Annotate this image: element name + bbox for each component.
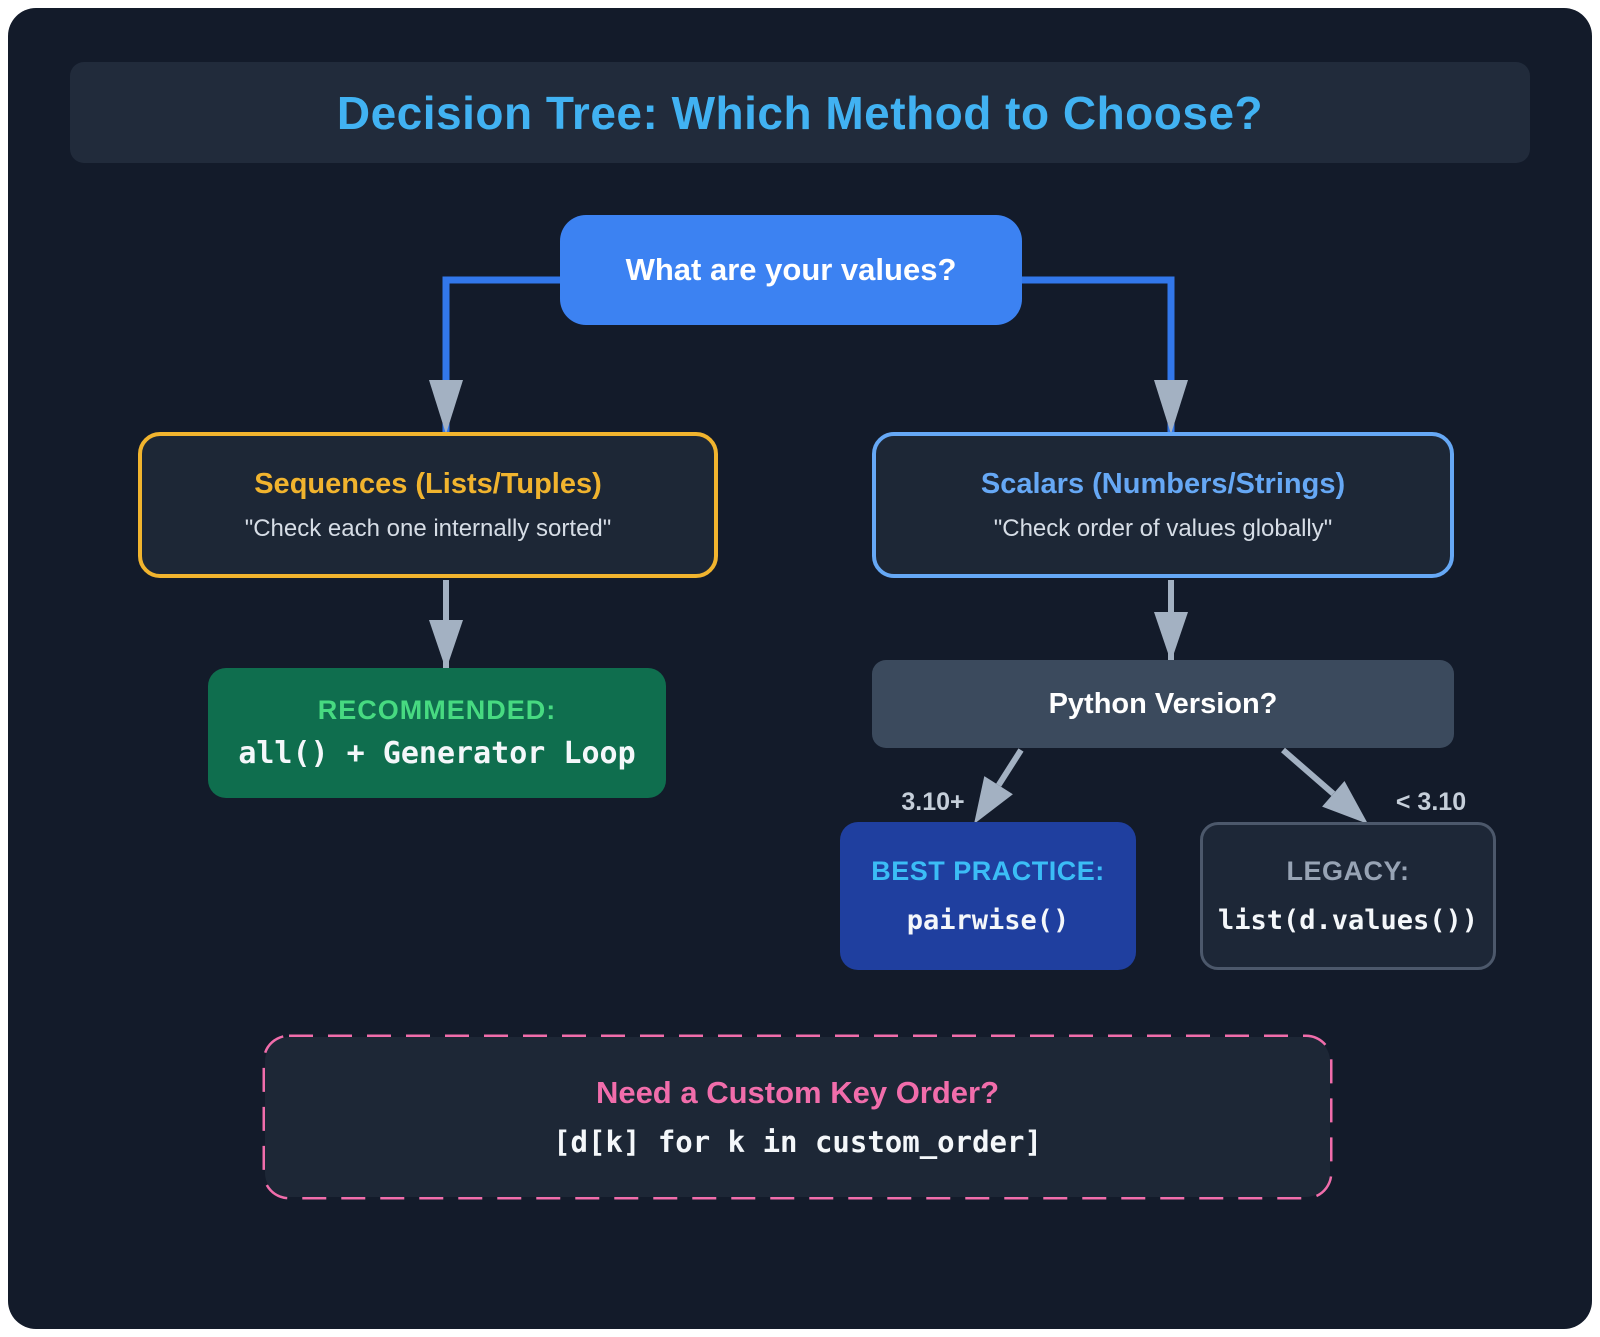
arrowhead-sequences-to-recommended: [429, 620, 463, 670]
best-practice-code: pairwise(): [906, 905, 1070, 936]
connector-root-to-sequences: [442, 276, 568, 436]
scalars-node: Scalars (Numbers/Strings) "Check order o…: [872, 432, 1454, 578]
legacy-node: LEGACY: list(d.values()): [1200, 822, 1496, 970]
connector-python-to-legacy: [1281, 747, 1336, 797]
recommended-code: all() + Generator Loop: [238, 736, 636, 771]
sequences-node: Sequences (Lists/Tuples) "Check each one…: [138, 432, 718, 578]
arrowhead-scalars-to-python: [1154, 612, 1188, 662]
title-bar: Decision Tree: Which Method to Choose?: [70, 62, 1530, 163]
page-title: Decision Tree: Which Method to Choose?: [336, 86, 1264, 139]
best-practice-node: BEST PRACTICE: pairwise(): [840, 822, 1136, 970]
custom-order-node: Need a Custom Key Order? [d[k] for k in …: [265, 1037, 1330, 1197]
custom-order-title: Need a Custom Key Order?: [595, 1075, 1000, 1110]
legacy-label: LEGACY:: [1286, 856, 1410, 886]
root-node-label: What are your values?: [625, 252, 957, 287]
diagram-canvas: Decision Tree: Which Method to Choose? W…: [8, 8, 1592, 1329]
python-version-label: Python Version?: [1048, 687, 1278, 720]
scalars-node-title: Scalars (Numbers/Strings): [980, 467, 1346, 500]
connector-root-to-scalars: [1018, 276, 1175, 436]
edge-label-below-310: < 3.10: [1395, 788, 1467, 816]
custom-order-code: [d[k] for k in custom_order]: [553, 1125, 1042, 1159]
edge-label-310-plus: 3.10+: [901, 788, 965, 816]
python-version-node: Python Version?: [872, 660, 1454, 748]
sequences-node-title: Sequences (Lists/Tuples): [254, 467, 602, 500]
arrowhead-root-to-sequences: [429, 380, 463, 434]
recommended-node: RECOMMENDED: all() + Generator Loop: [208, 668, 666, 798]
recommended-label: RECOMMENDED:: [317, 695, 557, 725]
scalars-node-subtitle: "Check order of values globally": [993, 514, 1333, 542]
root-node: What are your values?: [560, 215, 1022, 325]
connector-python-to-best: [996, 748, 1024, 787]
best-practice-label: BEST PRACTICE:: [871, 856, 1105, 886]
legacy-code: list(d.values()): [1217, 905, 1479, 936]
sequences-node-subtitle: "Check each one internally sorted": [244, 514, 612, 542]
arrowhead-root-to-scalars: [1154, 380, 1188, 434]
